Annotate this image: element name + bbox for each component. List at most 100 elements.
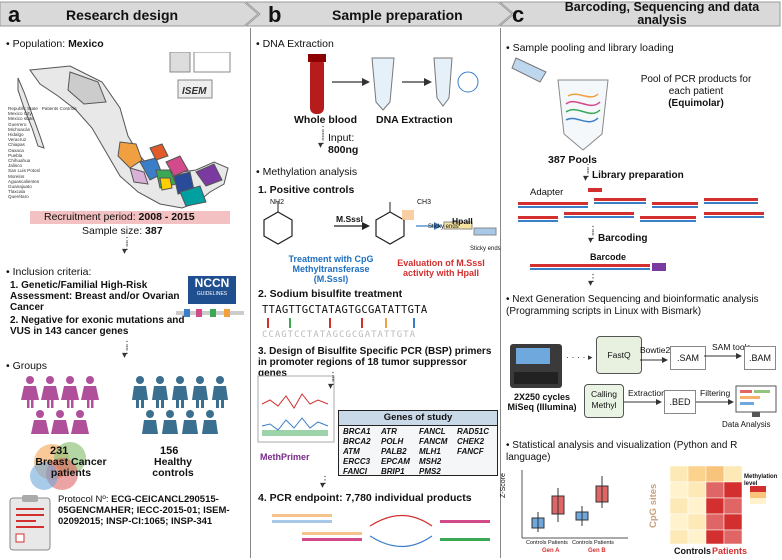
pools-count: 387 Pools	[548, 154, 598, 166]
bam-doc: .BAM	[744, 346, 776, 370]
gene-b-label: Gen B	[588, 548, 606, 554]
legend-state: Puebla	[8, 152, 23, 158]
pcr-line: 4. PCR endpoint: 7,780 individual produc…	[258, 492, 472, 504]
sequence-bottom: CCAGTCCTATAGCGCGATATTGTA	[262, 330, 417, 340]
sample-value: 387	[145, 225, 163, 237]
barcoding-label: Barcoding	[598, 233, 648, 244]
clipboard-icon	[9, 495, 51, 551]
divider-b-c	[500, 28, 501, 558]
treatment-label: Treatment with CpG Methyltransferase (M.…	[288, 254, 374, 284]
box-label-3: Controls	[572, 540, 593, 546]
legend-state: Mexico state	[8, 116, 34, 122]
groups-title: • Groups	[6, 360, 48, 372]
cpg-sites-label: CpG sites	[648, 483, 659, 528]
map-state-legend: Republic State Patients Controls Mexico …	[8, 106, 77, 200]
population-value: Mexico	[68, 38, 104, 50]
legend-header: Republic State Patients Controls	[8, 106, 77, 111]
bowtie-label: Bowtie2	[640, 345, 671, 355]
sam-doc: .SAM	[670, 346, 706, 370]
samtools-label: SAM tools	[712, 342, 751, 352]
positive-controls: 1. Positive controls	[258, 184, 355, 196]
people-icons	[21, 376, 228, 434]
legend-state: Tlaxcala	[8, 189, 26, 195]
input-amount: Input: 800ng	[328, 132, 358, 156]
zscore-label: Z-Score	[500, 473, 507, 498]
protocol-value: ECG-CEICANCL290515-05GENCMAHER; IECC-201…	[58, 494, 230, 527]
dna-extraction-title: • DNA Extraction	[256, 38, 334, 50]
mexico-map: ISEM	[17, 52, 231, 209]
dotted-arrow-c3: ⋮▾	[588, 273, 598, 289]
stats-title: • Statistical analysis and visualization…	[506, 440, 738, 463]
legend-state: Veracruz	[8, 137, 27, 143]
methylation-level-label: Methylation level	[744, 474, 778, 487]
pcr-label: 4. PCR endpoint:	[258, 492, 346, 504]
svg-text:ISEM: ISEM	[182, 86, 207, 97]
legend-state: Michoacán	[8, 126, 31, 132]
recruitment-label: Recruitment period:	[44, 211, 139, 223]
heatmap	[670, 466, 766, 545]
legend-state: Hidalgo	[8, 132, 24, 138]
box-label-2: Patients	[548, 540, 568, 546]
box-label-1: Controls	[526, 540, 547, 546]
library-fragments	[518, 188, 764, 222]
legend-state: Jalisco	[8, 163, 23, 169]
recruitment-value: 2008 - 2015	[138, 211, 195, 223]
ch3-label: CH3	[417, 199, 432, 206]
dotted-arrow-b2: ⋮⋮▾	[328, 371, 338, 392]
legend-state: Chiapas	[8, 142, 25, 148]
criteria-1: 1. Genetic/Familial High-Risk Assessment…	[10, 280, 180, 313]
legend-state: Morelos	[8, 173, 25, 179]
panel-c-title: Barcoding, Sequencing and data analysis	[564, 0, 760, 27]
adapter-label: Adapter	[530, 187, 564, 198]
library-prep: Library preparation	[592, 170, 684, 181]
panel-b-title: Sample preparation	[332, 7, 463, 23]
arrow-bowtie	[640, 357, 668, 363]
legend-state: Guanajuato	[8, 184, 32, 190]
divider-a-b	[250, 28, 251, 558]
legend-state: Chihuahua	[8, 158, 31, 164]
population-line: • Population: Mexico	[6, 38, 104, 50]
sequence-top: TTAGTTGCTATAGTGCGATATTGTA	[262, 304, 428, 316]
legend-state: San Luis Potosí	[8, 168, 41, 174]
controls-label: Healthy controls	[152, 456, 194, 479]
pcr-value: 7,780 individual products	[345, 492, 472, 504]
dna-extraction-graphic	[308, 54, 479, 114]
protocol-text: Protocol Nº: ECG-CEICANCL290515-05GENCMA…	[58, 494, 248, 527]
dotted-link: · · · · ▸	[566, 352, 593, 362]
hpall-label: HpaII	[452, 216, 473, 226]
calling-methyl-box: Calling Methyl	[584, 384, 624, 418]
methprimer-plots	[257, 375, 335, 443]
protocol-label: Protocol Nº:	[58, 494, 112, 505]
population-label: Population:	[12, 38, 69, 50]
whole-blood-label: Whole blood	[294, 114, 357, 126]
dotted-arrow-a2: ⋮⋮▾	[122, 340, 132, 361]
legend-state: Aguascalientes	[8, 178, 40, 184]
dotted-arrow-c1: ⋮⋮▾	[583, 163, 593, 184]
bed-doc: .BED	[664, 390, 696, 414]
inclusion-title: • Inclusion criteria:	[6, 266, 92, 278]
pool-desc: Pool of PCR products for each patient	[640, 74, 752, 97]
dotted-arrow-c2: ⋮⋮▾	[588, 225, 598, 246]
sample-size-line: Sample size: 387	[82, 225, 163, 237]
msssi-label: M.SssI	[336, 214, 363, 224]
legend-state: Querétaro	[8, 194, 29, 200]
panel-b-letter: b	[268, 2, 282, 27]
patients-label: Breast Cancer patients	[35, 456, 107, 479]
equimolar: (Equimolar)	[668, 98, 724, 109]
input-label: Input:	[328, 132, 355, 144]
barcode-fragment	[530, 263, 666, 271]
sample-label: Sample size:	[82, 225, 146, 237]
legend-state: Guerrero	[8, 121, 27, 127]
panel-c-letter: c	[512, 2, 525, 27]
methylation-title: • Methylation analysis	[256, 166, 358, 178]
data-analysis-label: Data Analysis	[722, 420, 771, 429]
criteria-2: 2. Negative for exonic mutations and VUS…	[10, 315, 185, 337]
arrow-filtering	[696, 399, 734, 405]
bsp-title: 3. Design of Bisulfite Specific PCR (BSP…	[258, 346, 492, 379]
pooling-title: • Sample pooling and library loading	[506, 42, 674, 54]
ngs-title: • Next Generation Sequencing and bioinfo…	[506, 294, 759, 317]
dna-extraction-label: DNA Extraction	[376, 114, 453, 126]
